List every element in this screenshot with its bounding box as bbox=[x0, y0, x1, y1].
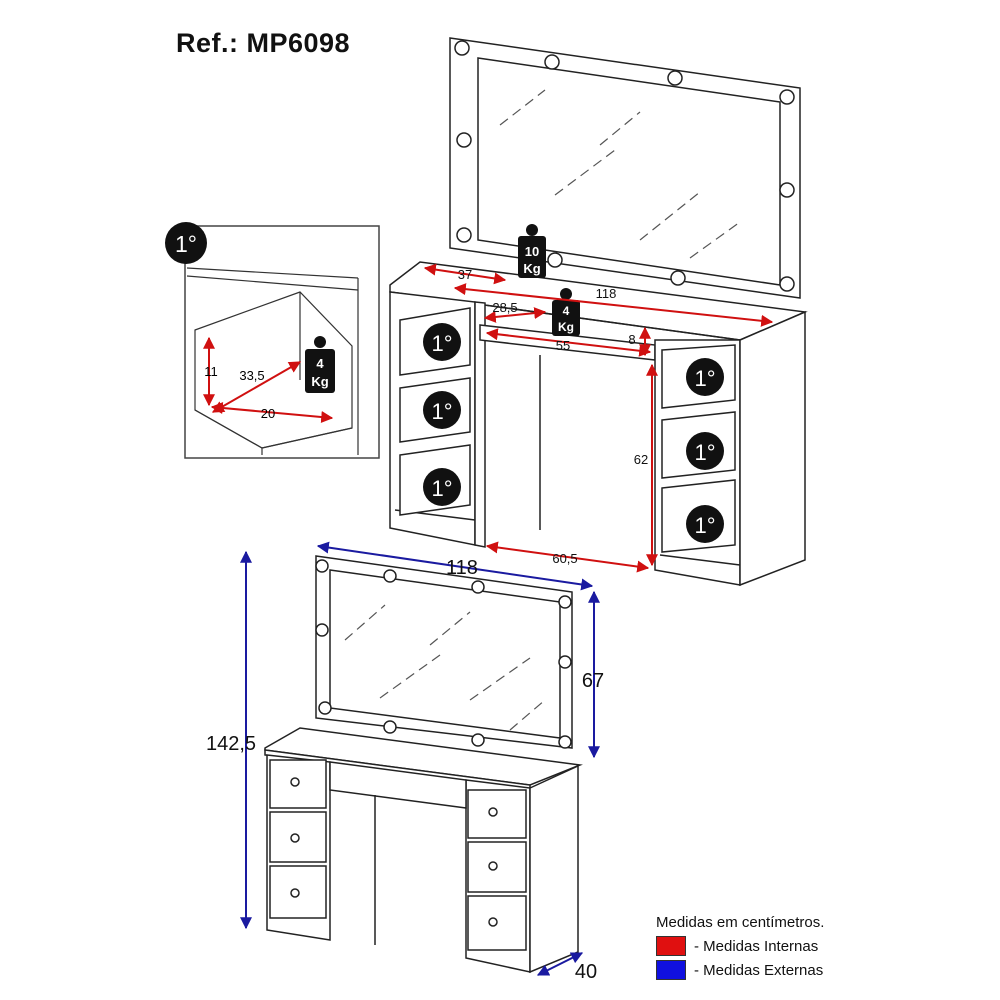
legend-row-internal: - Medidas Internas bbox=[656, 934, 824, 958]
dim-drawer-width: 55 bbox=[556, 338, 570, 353]
badge-label: 1° bbox=[694, 366, 715, 391]
dim-drawer-height: 8 bbox=[628, 332, 635, 347]
assembled-view bbox=[264, 555, 583, 974]
weight-num: 4 bbox=[316, 356, 324, 371]
mirror-reflection-lines bbox=[499, 89, 741, 259]
detail-dim-height: 11 bbox=[204, 364, 218, 379]
drawers-assembled bbox=[269, 759, 527, 951]
weight-unit: Kg bbox=[523, 261, 540, 276]
legend-row-external: - Medidas Externas bbox=[656, 958, 824, 982]
external-dimensions bbox=[240, 541, 600, 976]
ext-dim-width: 118 bbox=[446, 557, 478, 579]
bulb bbox=[779, 89, 795, 105]
badge-label: 1° bbox=[694, 513, 715, 538]
center-drawer-assembled bbox=[329, 761, 467, 809]
weight-icon-detail: 4 Kg bbox=[305, 336, 335, 393]
legend: Medidas em centímetros. - Medidas Intern… bbox=[656, 910, 824, 982]
external-dimension-labels: 118 142,5 67 40 bbox=[206, 557, 604, 983]
detail-badge-label: 1° bbox=[175, 231, 197, 257]
legend-label-internal: - Medidas Internas bbox=[694, 937, 819, 955]
badge-1st-drawer-2: 1° bbox=[423, 391, 461, 429]
badge-1st-drawer-3: 1° bbox=[423, 468, 461, 506]
badge-label: 1° bbox=[431, 331, 452, 356]
detail-inset: 1° 4 Kg 11 33,5 20 bbox=[165, 222, 380, 459]
badge-1st-drawer-4: 1° bbox=[686, 358, 724, 396]
mirror-bulbs bbox=[454, 40, 795, 292]
legend-swatch-internal bbox=[656, 936, 686, 956]
ext-dim-height: 142,5 bbox=[206, 733, 256, 755]
legend-label-external: - Medidas Externas bbox=[694, 961, 824, 979]
badge-label: 1° bbox=[694, 440, 715, 465]
weight-icon-mirror: 10 Kg bbox=[518, 224, 546, 278]
dim-leg-width: 60,5 bbox=[552, 551, 577, 566]
bulb bbox=[670, 270, 686, 286]
bulb bbox=[456, 227, 472, 243]
weight-unit: Kg bbox=[558, 320, 574, 334]
detail-dim-width: 20 bbox=[261, 406, 275, 421]
badge-1st-drawer-1: 1° bbox=[423, 323, 461, 361]
bulb bbox=[667, 70, 683, 86]
ext-dim-depth: 40 bbox=[575, 961, 597, 983]
badge-label: 1° bbox=[431, 399, 452, 424]
legend-swatch-external bbox=[656, 960, 686, 980]
bulb bbox=[544, 54, 560, 70]
bulb bbox=[547, 252, 563, 268]
badge-label: 1° bbox=[431, 476, 452, 501]
detail-dim-depth: 33,5 bbox=[239, 368, 264, 383]
badge-1st-drawer-5: 1° bbox=[686, 432, 724, 470]
weight-unit: Kg bbox=[311, 374, 328, 389]
weight-num: 4 bbox=[563, 304, 570, 318]
ext-dim-mirror-height: 67 bbox=[582, 670, 604, 692]
drawer-badges: 1° 1° 1° 1° 1° 1° bbox=[423, 323, 724, 543]
bulb bbox=[779, 182, 795, 198]
legend-title: Medidas em centímetros. bbox=[656, 913, 825, 931]
bulb bbox=[454, 40, 470, 56]
weight-num: 10 bbox=[525, 244, 539, 259]
dim-drawer-depth: 28,5 bbox=[492, 300, 517, 315]
bulb bbox=[456, 132, 472, 148]
bulb bbox=[779, 276, 795, 292]
dim-depth-top: 37 bbox=[458, 267, 472, 282]
dim-leg-height: 62 bbox=[634, 452, 648, 467]
badge-1st-drawer-6: 1° bbox=[686, 505, 724, 543]
dim-width-top: 118 bbox=[596, 286, 617, 301]
reference-code: Ref.: MP6098 bbox=[176, 28, 351, 58]
